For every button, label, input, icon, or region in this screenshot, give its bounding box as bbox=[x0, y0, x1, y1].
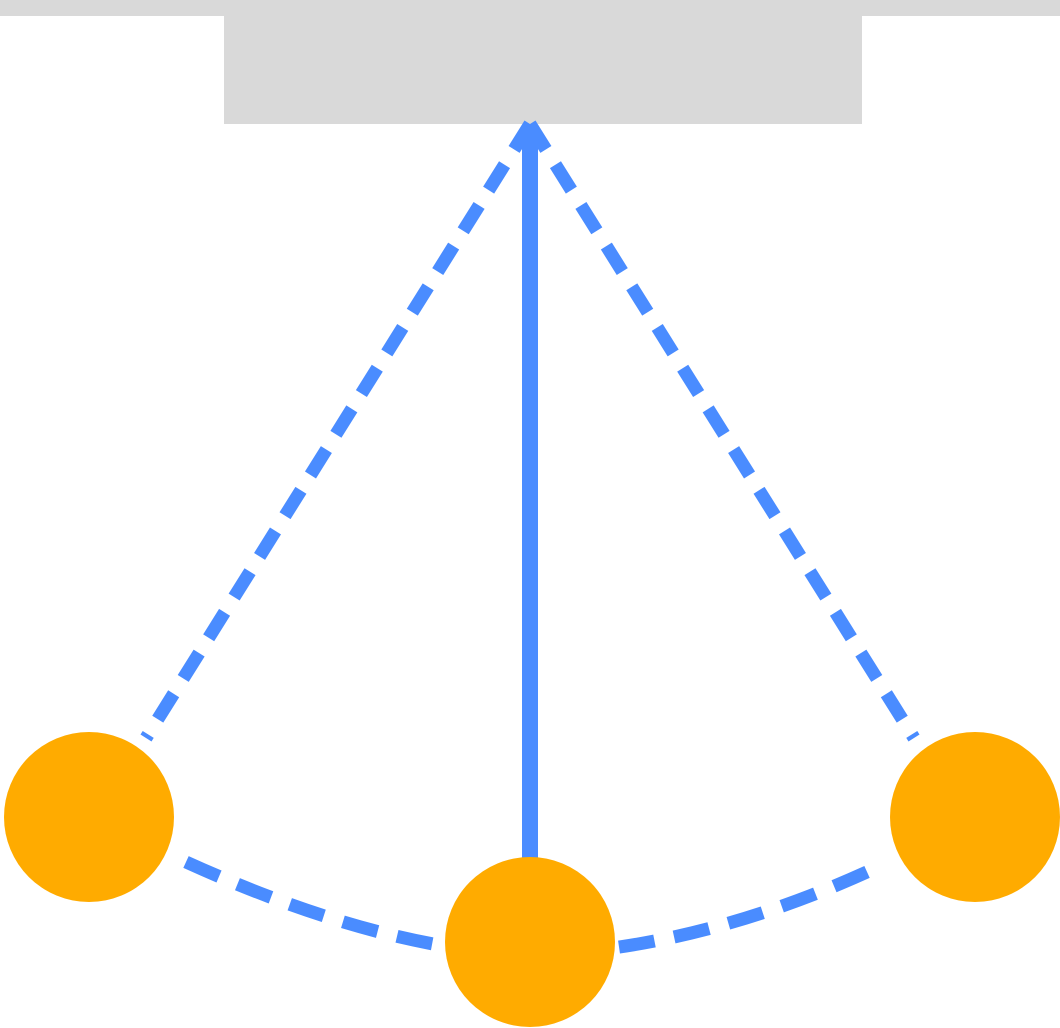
left-bob bbox=[4, 732, 174, 902]
center-bob bbox=[445, 857, 615, 1027]
left-swing-string bbox=[140, 120, 536, 742]
pivot-point bbox=[520, 124, 540, 140]
right-bob bbox=[890, 732, 1060, 902]
right-swing-string bbox=[524, 120, 920, 742]
support-block bbox=[224, 0, 862, 124]
